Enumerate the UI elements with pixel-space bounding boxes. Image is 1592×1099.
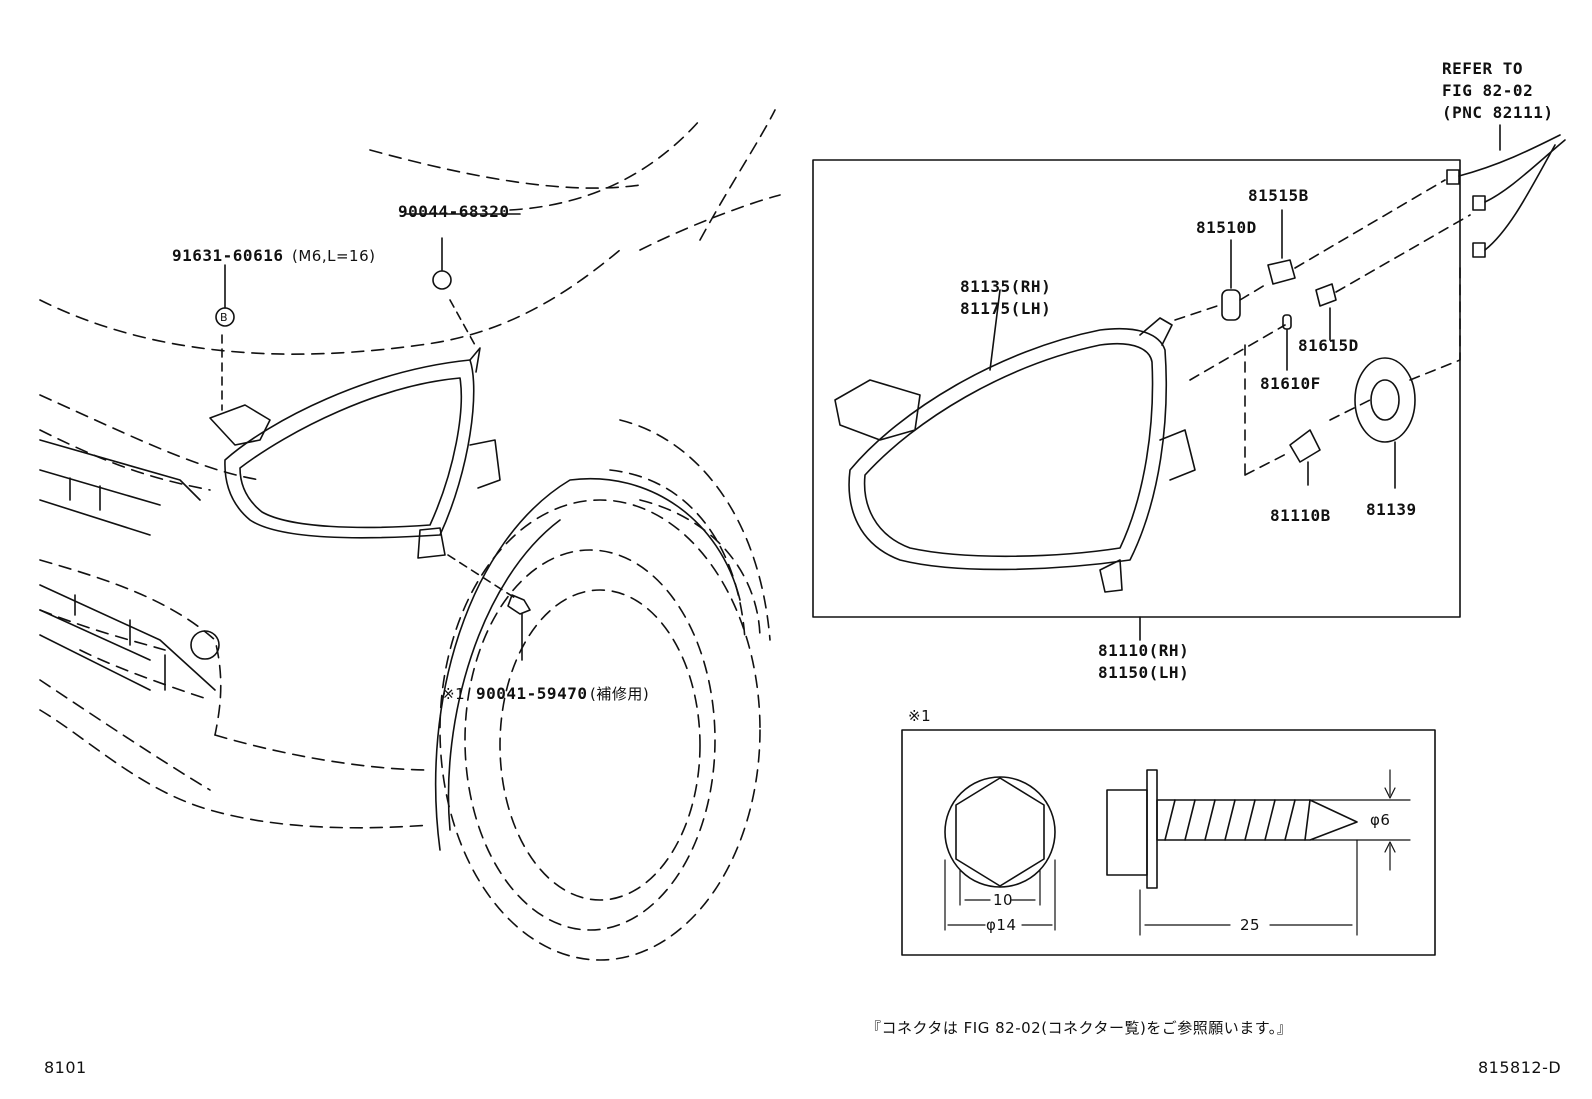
vehicle-body-outline [39, 109, 781, 829]
detail-mark: ※1 [908, 707, 932, 725]
dash-90044 [449, 299, 476, 346]
nut-icon [432, 270, 452, 290]
label-90041-mark: ※1 [442, 685, 466, 703]
socket-81515b [1267, 209, 1296, 285]
bolt-side-view [1106, 769, 1358, 889]
refer-to-note: REFER TO FIG 82-02 (PNC 82111) [1442, 58, 1553, 124]
label-81175: 81175(LH) [960, 299, 1052, 318]
label-81135-81175: 81135(RH) 81175(LH) [960, 276, 1051, 320]
dimension-lines [944, 769, 1411, 936]
callout-b-label: B [220, 311, 229, 324]
assembly-dash-lines [1174, 179, 1471, 476]
connector-reference-note: 『コネクタは FIG 82-02(コネクター覧)をご参照願います。』 [866, 1019, 1293, 1037]
dim-25: 25 [1240, 916, 1261, 934]
assembly-box [812, 159, 1461, 618]
wheel [439, 499, 761, 961]
label-81150: 81150(LH) [1098, 663, 1190, 682]
wheel-arch [434, 478, 741, 851]
refer-line-1: REFER TO [1442, 59, 1524, 78]
label-91631-spec: (M6,L=16) [292, 247, 376, 265]
page-number-right: 815812-D [1478, 1058, 1562, 1077]
headlamp-exploded [834, 289, 1196, 593]
page-number-left: 8101 [44, 1058, 87, 1077]
label-90041-59470: 90041-59470 [476, 684, 588, 703]
grille [39, 439, 216, 691]
wheel-arch-inner [447, 519, 561, 831]
label-81610f: 81610F [1260, 374, 1321, 393]
bulb-81510d [1221, 239, 1241, 321]
harness-connectors [1446, 124, 1566, 258]
label-81510d: 81510D [1196, 218, 1257, 237]
fog-lamp-hole [190, 630, 220, 660]
label-81110b: 81110B [1270, 506, 1331, 525]
label-81615d: 81615D [1298, 336, 1359, 355]
refer-line-2: FIG 82-02 [1442, 81, 1534, 100]
label-81139: 81139 [1366, 500, 1417, 519]
dim-10: 10 [993, 891, 1014, 909]
detail-box [901, 729, 1436, 956]
label-81110: 81110(RH) [1098, 641, 1190, 660]
dim-14: φ14 [986, 916, 1017, 934]
screw-icon [447, 554, 531, 661]
bulb-81610f [1282, 314, 1292, 371]
label-90041-note: (補修用) [590, 685, 650, 703]
leader-81135 [989, 289, 1001, 371]
label-81515b: 81515B [1248, 186, 1309, 205]
label-90044-68320: 90044-68320 [398, 202, 510, 221]
socket-81615d [1315, 283, 1337, 341]
bolt-head-view [944, 776, 1056, 888]
label-91631-60616: 91631-60616 [172, 246, 284, 265]
refer-line-3: (PNC 82111) [1442, 103, 1554, 122]
label-81135: 81135(RH) [960, 277, 1052, 296]
bulb-81110b [1289, 429, 1321, 486]
dim-6: φ6 [1370, 811, 1391, 829]
label-81110-81150: 81110(RH) 81150(LH) [1098, 640, 1189, 684]
cover-81139 [1354, 357, 1416, 489]
headlamp-installed [209, 347, 501, 559]
